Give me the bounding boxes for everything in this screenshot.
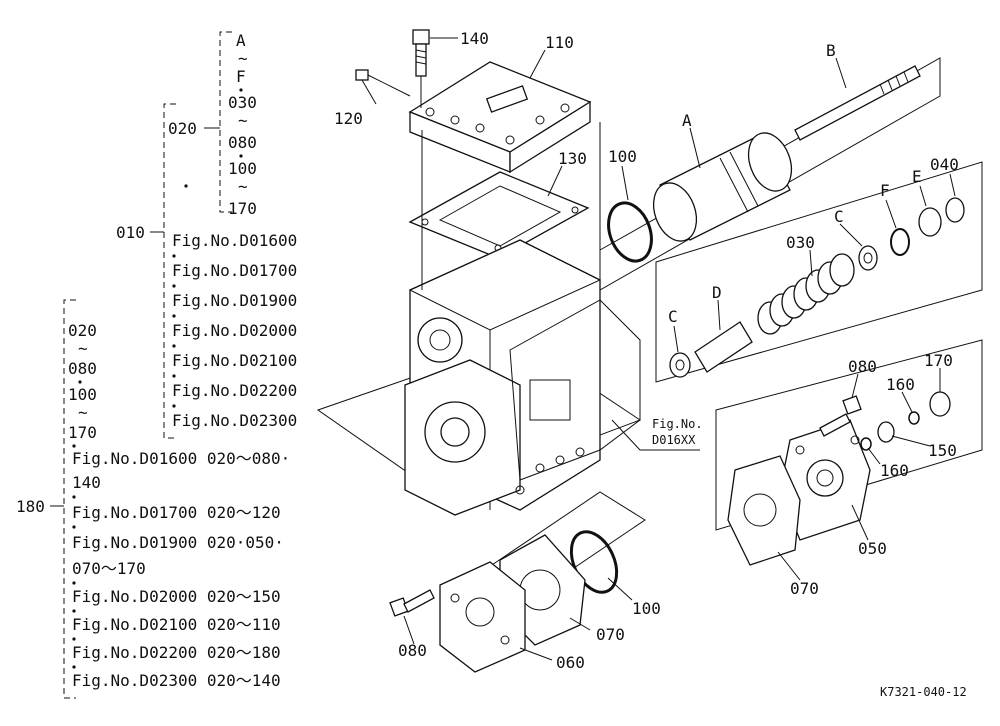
label-100-bottom: 100 [632, 599, 661, 618]
tree-010-item: Fig.No.D01600 [172, 231, 297, 250]
bolt-080-bottom [389, 589, 435, 617]
plug-170 [929, 391, 951, 417]
washer-C-left [669, 352, 691, 378]
bracket-010 [163, 103, 176, 439]
tree-180-item: 080 [68, 359, 97, 378]
label-E: E [912, 167, 922, 186]
label-100-top: 100 [608, 147, 637, 166]
tree-020-item: F [236, 67, 246, 86]
label-C-right: C [834, 207, 844, 226]
clip-F [890, 228, 910, 256]
tree-010: 010 Fig.No.D01600 Fig.No.D01700 Fig.No.D… [116, 103, 297, 439]
leader-lines [361, 37, 956, 661]
tree-180-item: 100 [68, 385, 97, 404]
washer-C-right [858, 245, 878, 271]
main-housing [404, 122, 641, 516]
washer-150 [877, 421, 895, 443]
collar-E [918, 207, 942, 237]
label-fig-ref-line1: Fig.No. [652, 417, 703, 431]
tree-010-item: Fig.No.D01900 [172, 291, 297, 310]
tree-020-label: 020 [168, 119, 197, 138]
tree-180-item: Fig.No.D02000 020〜150 [72, 587, 281, 606]
label-C-left: C [668, 307, 678, 326]
label-A: A [682, 111, 692, 130]
o-ring-160-top [908, 411, 920, 425]
tree-010-item: Fig.No.D01700 [172, 261, 297, 280]
tree-180-item: ~ [78, 403, 88, 422]
tree-020-item: 030 [228, 93, 257, 112]
tree-010-item: Fig.No.D02000 [172, 321, 297, 340]
label-140: 140 [460, 29, 489, 48]
bracket-020 [219, 31, 232, 213]
bracket-180 [63, 299, 76, 699]
spring-030 [757, 253, 855, 335]
tree-180-item: Fig.No.D02300 020〜140 [72, 671, 281, 690]
label-030: 030 [786, 233, 815, 252]
gasket-130 [408, 171, 590, 259]
nut-040 [945, 197, 965, 223]
tree-180-item: Fig.No.D01900 020·050· [72, 533, 284, 552]
tree-180-item: Fig.No.D01700 020〜120 [72, 503, 281, 522]
label-080-right: 080 [848, 357, 877, 376]
rod-B [794, 65, 921, 141]
tree-180-item: 070〜170 [72, 559, 146, 578]
label-F: F [880, 181, 890, 200]
label-050: 050 [858, 539, 887, 558]
part-labels: 140 110 120 B A 130 100 040 E F C 030 D … [334, 29, 959, 672]
label-110: 110 [545, 33, 574, 52]
tree-180-item: Fig.No.D02100 020〜110 [72, 615, 281, 634]
o-ring-100-top [607, 201, 653, 263]
bolt-140 [412, 29, 430, 108]
bolt-080-right [819, 395, 862, 437]
tree-180-item: Fig.No.D01600 020〜080· [72, 449, 290, 468]
gasket-070-right [727, 455, 801, 566]
tree-020-item: A [236, 31, 246, 50]
label-130: 130 [558, 149, 587, 168]
tree-180-item: 170 [68, 423, 97, 442]
tree-010-item: Fig.No.D02100 [172, 351, 297, 370]
tree-020-item: ~ [238, 49, 248, 68]
pin-D [694, 321, 753, 373]
label-070-right: 070 [790, 579, 819, 598]
tree-180-item: ~ [78, 339, 88, 358]
label-070-bottom: 070 [596, 625, 625, 644]
o-ring-160-bottom [860, 437, 872, 451]
tree-020-item: ~ [238, 177, 248, 196]
tree-020-item: 100 [228, 159, 257, 178]
cover-plate-110 [408, 61, 592, 174]
label-160-top: 160 [886, 375, 915, 394]
label-170-right: 170 [924, 351, 953, 370]
tree-180-item: 020 [68, 321, 97, 340]
tree-020-item: 170 [228, 199, 257, 218]
label-B: B [826, 41, 836, 60]
label-080-bottom: 080 [398, 641, 427, 660]
label-060: 060 [556, 653, 585, 672]
tree-010-label: 010 [116, 223, 145, 242]
label-fig-ref-line2: D016XX [652, 433, 696, 447]
tree-020-item: ~ [238, 111, 248, 130]
label-040: 040 [930, 155, 959, 174]
label-D: D [712, 283, 722, 302]
tree-180-item: Fig.No.D02200 020〜180 [72, 643, 281, 662]
tree-010-item: Fig.No.D02200 [172, 381, 297, 400]
footer-code: K7321-040-12 [880, 685, 967, 699]
small-parts-row [858, 197, 965, 271]
label-150: 150 [928, 441, 957, 460]
label-120: 120 [334, 109, 363, 128]
label-160-bottom: 160 [880, 461, 909, 480]
tree-180-item: 140 [72, 473, 101, 492]
tree-020: 020 A ~ F 030 ~ 080 100 ~ 170 [168, 31, 257, 218]
tree-010-item: Fig.No.D02300 [172, 411, 297, 430]
tree-180: 180 020 ~ 080 100 ~ 170 Fig.No.D01600 02… [16, 299, 290, 699]
tree-180-label: 180 [16, 497, 45, 516]
piston-A [652, 132, 793, 242]
tree-020-item: 080 [228, 133, 257, 152]
